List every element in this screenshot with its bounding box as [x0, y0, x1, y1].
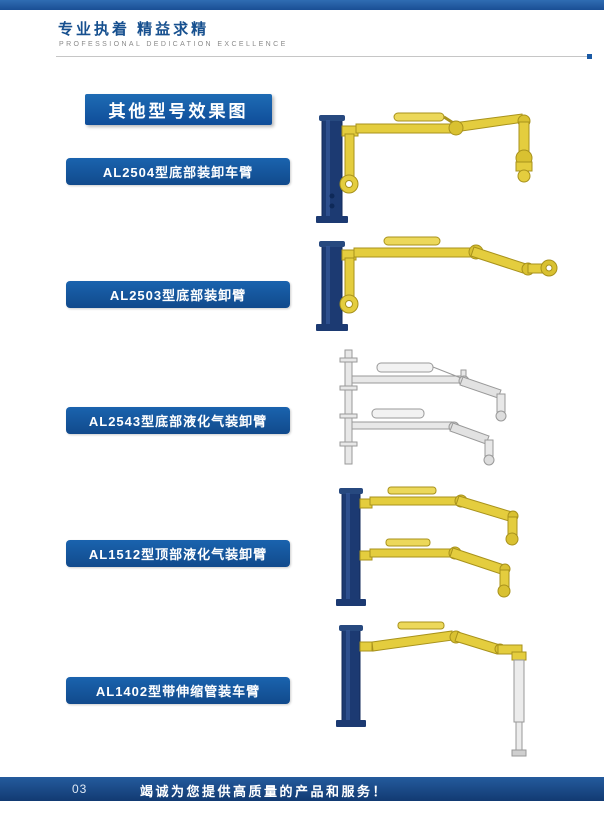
header-divider-accent [587, 54, 592, 59]
footer-slogan: 竭诚为您提供高质量的产品和服务！ [140, 784, 389, 799]
product-label-al2504: AL2504型底部装卸车臂 [66, 158, 290, 185]
product-image-al1512 [328, 485, 536, 618]
loading-arm-illustration-al2503 [316, 236, 558, 331]
loading-arm-illustration-al1402 [336, 621, 527, 757]
product-image-al2503 [300, 236, 558, 343]
section-title: 其他型号效果图 [108, 102, 249, 121]
section-title-badge: 其他型号效果图 [85, 94, 272, 125]
product-image-al2543 [315, 346, 535, 473]
loading-arm-illustration-al1512 [336, 486, 519, 606]
top-accent-bar [0, 0, 604, 10]
loading-arm-illustration-al2504 [316, 112, 533, 223]
product-label-al1512: AL1512型顶部液化气装卸臂 [66, 540, 290, 567]
loading-arm-illustration-al2543 [339, 349, 507, 466]
header-slogan-en: PROFESSIONAL DEDICATION EXCELLENCE [59, 41, 288, 48]
product-label-al1402: AL1402型带伸缩管装车臂 [66, 677, 290, 704]
page-footer [0, 777, 604, 801]
header-divider [56, 54, 592, 59]
header-slogan-cn: 专业执着 精益求精 [58, 21, 210, 38]
product-label-al2543: AL2543型底部液化气装卸臂 [66, 407, 290, 434]
product-label-al2503: AL2503型底部装卸臂 [66, 281, 290, 308]
product-image-al2504 [298, 110, 563, 233]
page-number: 03 [72, 782, 88, 796]
product-image-al1402 [328, 620, 538, 767]
